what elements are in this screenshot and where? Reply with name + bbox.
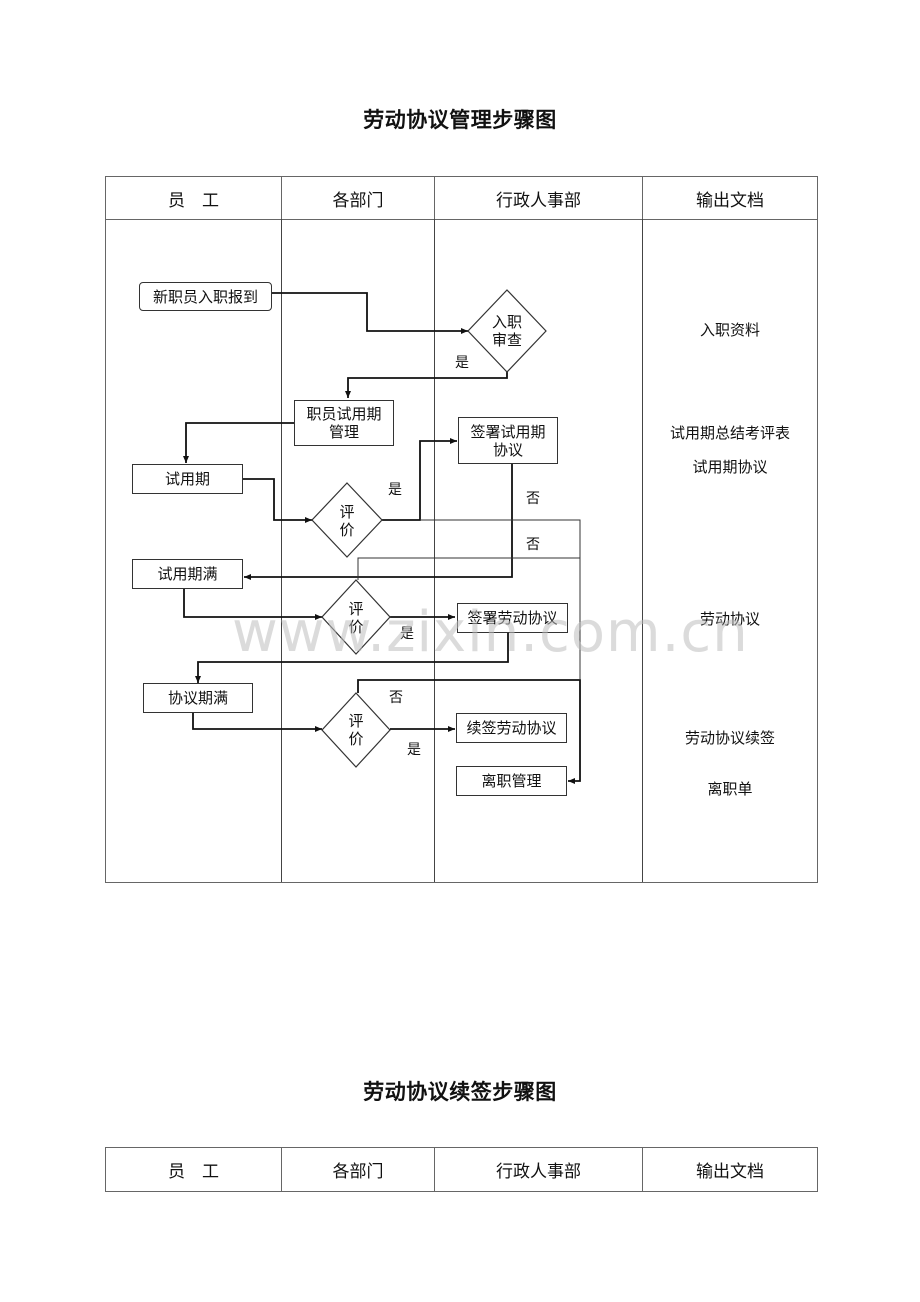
label-no: 否 — [526, 491, 540, 507]
edge-eval2-no — [357, 557, 580, 580]
edge-eval1-yes — [382, 438, 457, 521]
col-employee: 员 工 — [106, 177, 282, 219]
label-yes: 是 — [400, 626, 414, 642]
node-probation: 试用期 — [132, 464, 243, 494]
col-departments: 各部门 — [282, 177, 435, 219]
edge-new-to-review — [271, 292, 468, 334]
node-probation-end: 试用期满 — [132, 559, 243, 589]
lane-divider — [281, 219, 282, 882]
output-doc: 试用期协议 — [692, 458, 768, 476]
col-employee: 员 工 — [106, 1148, 282, 1191]
lane-divider — [642, 219, 643, 882]
col-hr-admin: 行政人事部 — [435, 177, 643, 219]
doc1-swimlane-body — [105, 219, 818, 883]
node-eval1: 评 价 — [339, 503, 355, 539]
diamond-eval3 — [321, 692, 391, 768]
output-doc: 离职单 — [707, 780, 753, 798]
output-doc: 试用期总结考评表 — [669, 424, 790, 442]
node-contract-end: 协议期满 — [143, 683, 253, 713]
node-renew-labor: 续签劳动协议 — [456, 713, 567, 743]
col-hr-admin: 行政人事部 — [435, 1148, 643, 1191]
node-new-employee: 新职员入职报到 — [139, 282, 272, 311]
lane-divider — [434, 219, 435, 882]
doc2-header-row: 员 工 各部门 行政人事部 输出文档 — [105, 1147, 818, 1192]
node-sign-labor: 签署劳动协议 — [457, 603, 568, 633]
doc2-title: 劳动协议续签步骤图 — [363, 1080, 557, 1104]
node-eval3: 评 价 — [348, 712, 364, 748]
edge-review-to-mgmt — [345, 370, 508, 398]
edge-signlabor-to-contractend — [195, 633, 509, 683]
doc1-header-row: 员 工 各部门 行政人事部 输出文档 — [105, 176, 818, 220]
output-doc: 入职资料 — [699, 321, 760, 339]
label-no: 否 — [526, 537, 540, 553]
node-onboard-review: 入职 审查 — [491, 313, 522, 349]
diamond-eval1 — [311, 482, 383, 558]
edge-contractend-to-eval3 — [192, 713, 322, 732]
node-sign-probation: 签署试用期 协议 — [458, 417, 558, 464]
output-doc: 劳动协议 — [699, 610, 760, 628]
diamond-onboard-review — [467, 289, 547, 373]
node-probation-mgmt: 职员试用期 管理 — [294, 400, 394, 446]
edge-probation-to-eval1 — [242, 478, 312, 523]
label-no: 否 — [389, 690, 403, 706]
doc1-title: 劳动协议管理步骤图 — [363, 108, 557, 132]
col-departments: 各部门 — [282, 1148, 435, 1191]
edge-eval1-no — [420, 519, 581, 680]
diamond-eval2 — [321, 579, 391, 655]
col-output-docs: 输出文档 — [696, 190, 764, 211]
output-doc: 劳动协议续签 — [684, 729, 775, 747]
node-resign-mgmt: 离职管理 — [456, 766, 567, 796]
label-yes: 是 — [388, 482, 402, 498]
col-output-docs: 输出文档 — [696, 1162, 764, 1182]
edge-signprob-to-end — [244, 464, 513, 580]
label-yes: 是 — [407, 742, 421, 758]
edge-end-to-eval2 — [183, 589, 322, 620]
label-yes: 是 — [455, 355, 469, 371]
edge-mgmt-to-probation — [183, 422, 294, 463]
node-eval2: 评 价 — [348, 600, 364, 636]
